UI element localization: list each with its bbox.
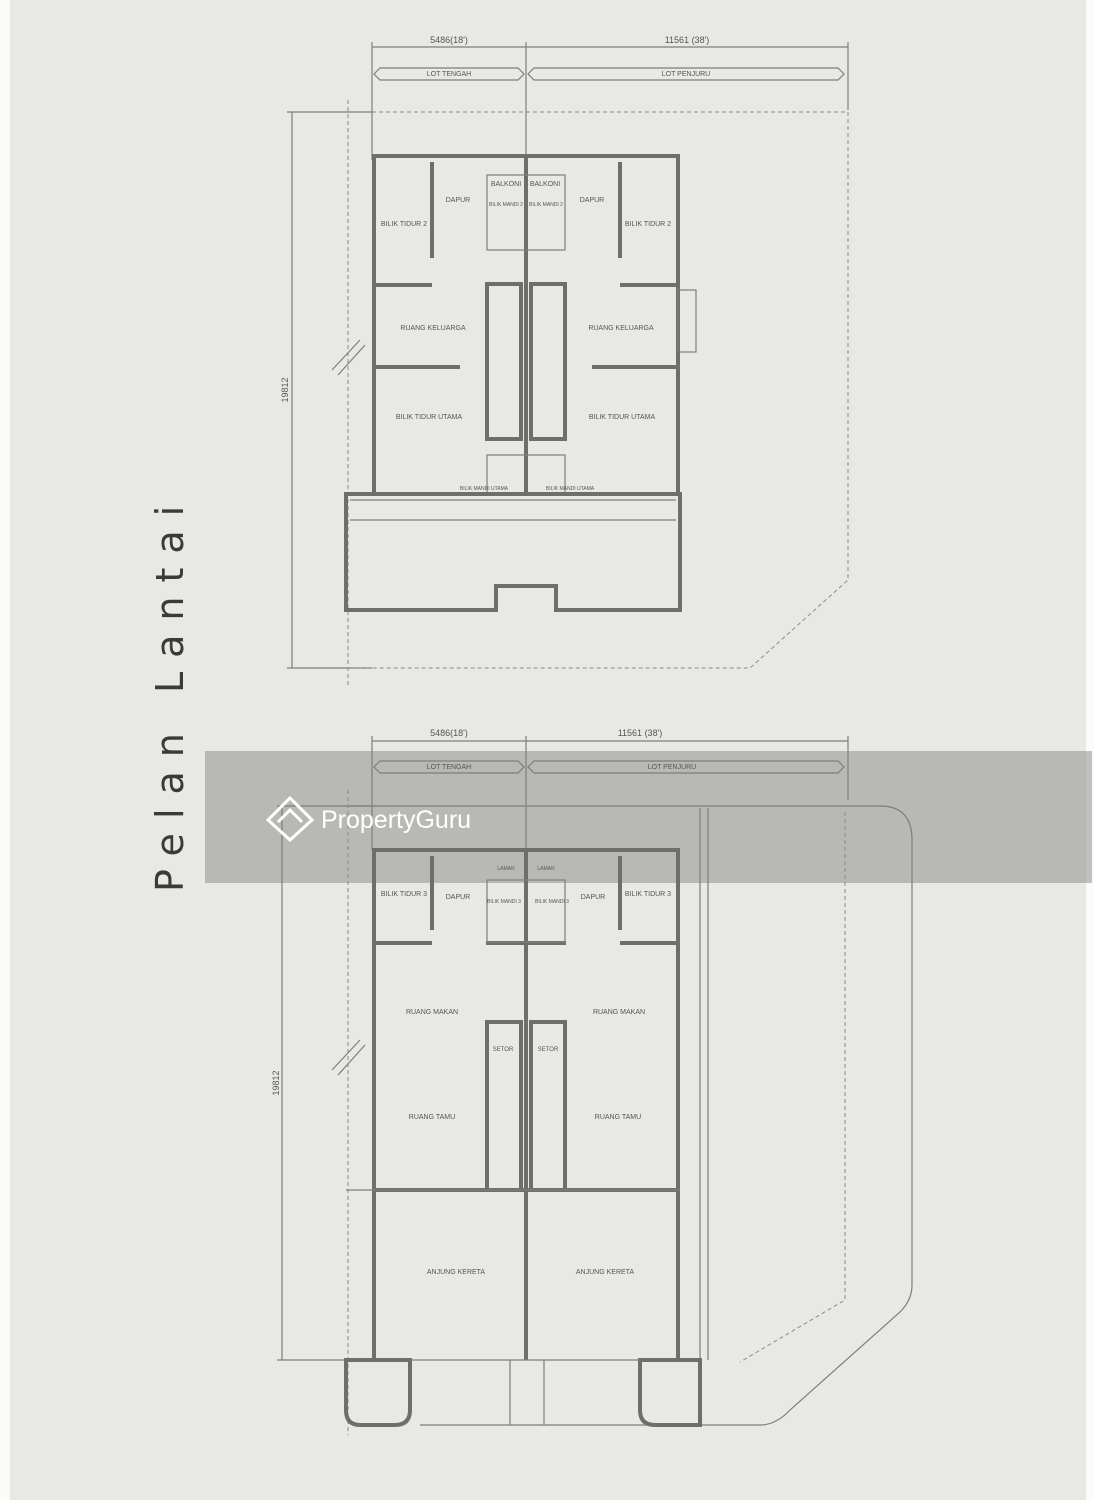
room-setor-right: SETOR: [538, 1047, 559, 1053]
room-laman-left: LAMAN: [497, 866, 515, 872]
lower-lot-right: LOT PENJURU: [648, 764, 697, 771]
room-ruang-tamu-left: RUANG TAMU: [409, 1114, 455, 1121]
room-laman-right: LAMAN: [537, 866, 555, 872]
room-bilik-mandi-2-left: BILIK MANDI 2: [489, 202, 523, 208]
upper-dim-left: 5486(18'): [430, 35, 468, 45]
propertyguru-logo-icon: [265, 795, 315, 843]
room-anjung-kereta-right: ANJUNG KERETA: [576, 1269, 635, 1276]
room-balkoni-right: BALKONI: [530, 181, 560, 188]
page-title: Pelan Lantai: [148, 492, 192, 892]
lower-dim-right: 11561 (38'): [618, 728, 663, 738]
room-dapur-left-lower: DAPUR: [446, 894, 471, 901]
room-bilik-mandi-utama-left: BILIK MANDI UTAMA: [460, 486, 509, 492]
room-bilik-tidur-utama-left: BILIK TIDUR UTAMA: [396, 414, 463, 421]
room-ruang-keluarga-left: RUANG KELUARGA: [400, 325, 466, 332]
upper-lot-right: LOT PENJURU: [662, 71, 711, 78]
lower-floor-plan: 5486(18') 11561 (38') LOT TENGAH LOT PEN…: [271, 728, 913, 1435]
upper-lot-left: LOT TENGAH: [427, 71, 471, 78]
room-ruang-keluarga-right: RUANG KELUARGA: [588, 325, 654, 332]
room-bilik-mandi-3-left: BILIK MANDI 3: [487, 899, 521, 905]
lower-depth: 19812: [271, 1070, 281, 1095]
room-bilik-tidur-utama-right: BILIK TIDUR UTAMA: [589, 414, 656, 421]
room-bilik-tidur-2-right: BILIK TIDUR 2: [625, 221, 671, 228]
room-bilik-tidur-2-left: BILIK TIDUR 2: [381, 221, 427, 228]
room-balkoni-left: BALKONI: [491, 181, 521, 188]
room-dapur-left: DAPUR: [446, 197, 471, 204]
lower-lot-left: LOT TENGAH: [427, 764, 471, 771]
room-dapur-right-lower: DAPUR: [581, 894, 606, 901]
lower-dim-left: 5486(18'): [430, 728, 468, 738]
room-bilik-mandi-utama-right: BILIK MANDI UTAMA: [546, 486, 595, 492]
room-ruang-tamu-right: RUANG TAMU: [595, 1114, 641, 1121]
upper-depth: 19812: [280, 377, 290, 402]
room-setor-left: SETOR: [493, 1047, 514, 1053]
room-anjung-kereta-left: ANJUNG KERETA: [427, 1269, 486, 1276]
room-bilik-tidur-3-right: BILIK TIDUR 3: [625, 891, 671, 898]
upper-dim-right: 11561 (38'): [665, 35, 710, 45]
upper-floor-plan: 5486(18') 11561 (38') LOT TENGAH LOT PEN…: [280, 35, 849, 685]
room-ruang-makan-right: RUANG MAKAN: [593, 1009, 645, 1016]
room-bilik-mandi-2-right: BILIK MANDI 2: [529, 202, 563, 208]
room-ruang-makan-left: RUANG MAKAN: [406, 1009, 458, 1016]
room-bilik-tidur-3-left: BILIK TIDUR 3: [381, 891, 427, 898]
propertyguru-watermark: PropertyGuru: [265, 795, 471, 843]
room-bilik-mandi-3-right: BILIK MANDI 3: [535, 899, 569, 905]
watermark-text: PropertyGuru: [321, 806, 471, 834]
room-dapur-right: DAPUR: [580, 197, 605, 204]
